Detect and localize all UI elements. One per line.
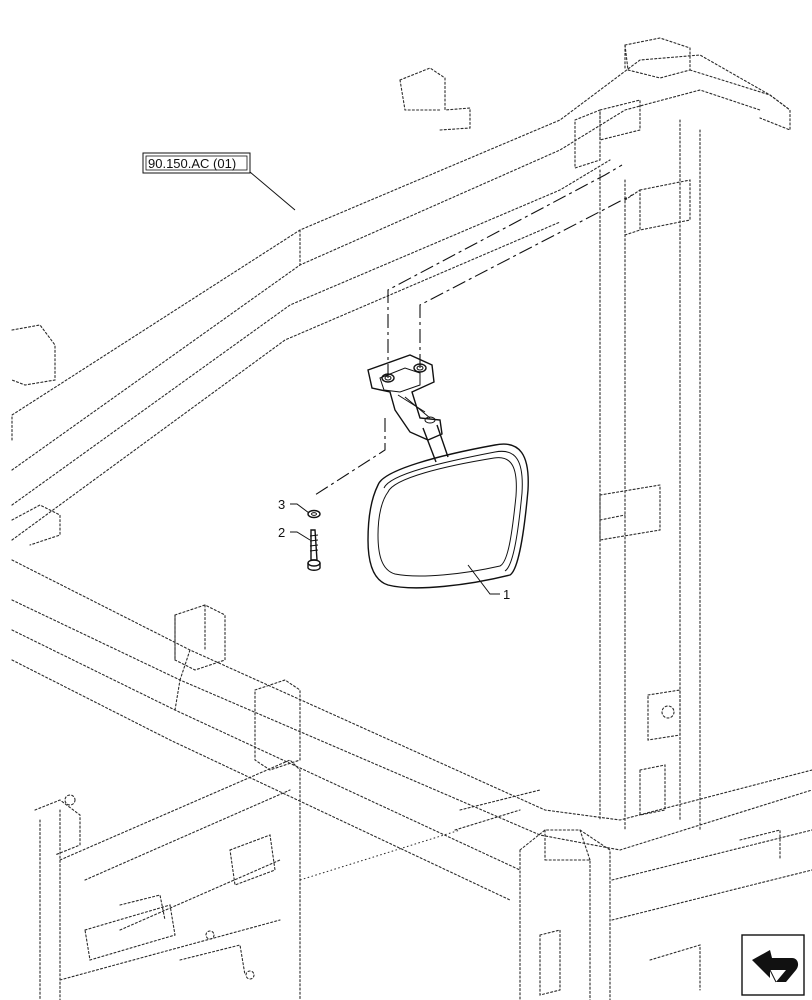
screw: [307, 529, 321, 571]
callout-number-1: 1: [503, 587, 510, 602]
callout-leaders: [249, 171, 500, 595]
callout-number-3: 3: [278, 497, 285, 512]
assembly-lines: [314, 164, 633, 496]
cab-frame: [11, 37, 812, 1000]
reference-label[interactable]: 90.150.AC (01): [148, 156, 236, 171]
reference-label-box[interactable]: 90.150.AC (01): [142, 152, 251, 174]
callout-number-2: 2: [278, 525, 285, 540]
mirror-assembly: [367, 354, 529, 589]
callout-labels: 1 2 3: [278, 497, 510, 602]
washer: [307, 509, 321, 519]
arrow-navigation-icon[interactable]: [741, 934, 805, 996]
